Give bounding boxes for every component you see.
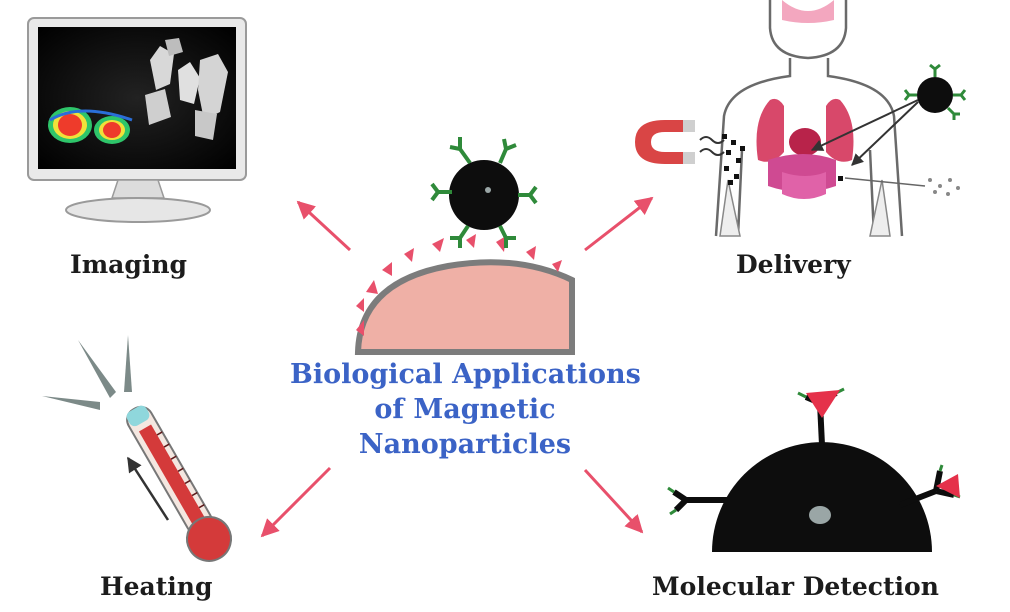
label-molecular-detection: Molecular Detection xyxy=(652,572,939,601)
label-imaging: Imaging xyxy=(70,250,187,279)
connector-arrows xyxy=(260,196,654,538)
label-heating: Heating xyxy=(100,572,213,601)
center-title-line-2: of Magnetic xyxy=(374,394,556,425)
nanoparticle-binding-icon xyxy=(667,387,961,552)
center-title-line-3: Nanoparticles xyxy=(358,429,572,460)
cell-surface-nanoparticle-icon xyxy=(354,137,575,355)
thermometer-icon xyxy=(42,335,232,562)
human-body-magnet-icon xyxy=(635,0,967,237)
center-title: Biological Applications of Magnetic Nano… xyxy=(290,357,641,462)
label-delivery: Delivery xyxy=(736,250,851,279)
center-title-line-1: Biological Applications xyxy=(290,359,641,390)
monitor-scan-icon xyxy=(27,17,247,223)
